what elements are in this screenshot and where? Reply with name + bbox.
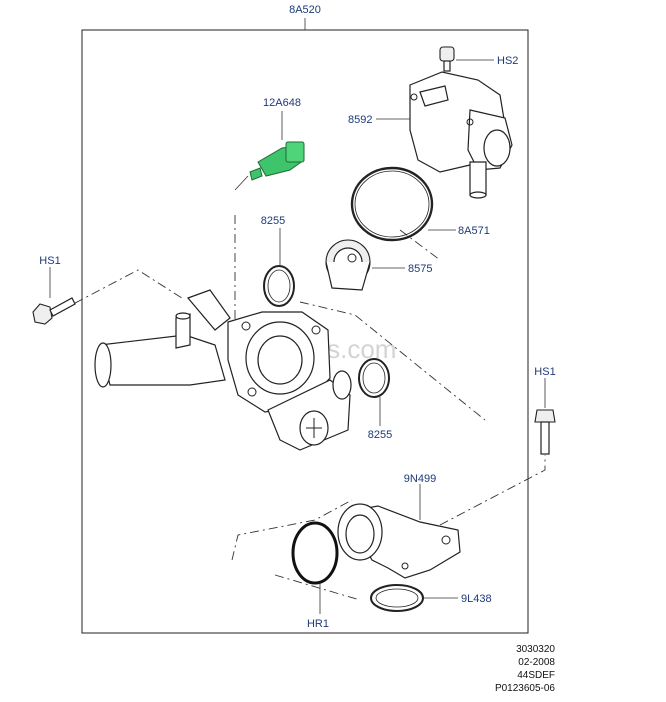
label-8592: 8592 [348, 114, 372, 126]
label-8255-upper: 8255 [261, 215, 285, 227]
label-8575: 8575 [408, 263, 432, 275]
label-HR1: HR1 [307, 618, 329, 630]
seal-ring-icon [370, 584, 458, 612]
bolt-hs2-icon [439, 46, 494, 72]
thermostat-housing-icon [94, 289, 352, 451]
footer-line-3: 44SDEF [517, 670, 555, 681]
black-oring-icon [291, 521, 339, 614]
upper-seal-icon [263, 228, 295, 307]
label-HS1-right: HS1 [534, 366, 555, 378]
footer-line-2: 02-2008 [518, 657, 555, 668]
label-9N499: 9N499 [404, 473, 436, 485]
footer-line-1: 3030320 [516, 644, 555, 655]
connector-flange-icon [337, 484, 461, 579]
label-8A520: 8A520 [289, 4, 321, 16]
temperature-sensor-icon [234, 111, 305, 191]
label-9L438: 9L438 [461, 593, 492, 605]
bolt-hs1-left-icon [32, 267, 76, 325]
assembly-guide-lines [57, 215, 546, 601]
label-HS2: HS2 [497, 55, 518, 67]
large-oring-icon [350, 166, 456, 242]
label-HS1-left: HS1 [39, 255, 60, 267]
label-8255-lower: 8255 [368, 429, 392, 441]
label-12A648: 12A648 [263, 97, 301, 109]
lower-seal-icon [358, 358, 390, 426]
thermostat-icon [325, 239, 405, 291]
footer-line-4: P0123605-06 [495, 683, 555, 694]
bolt-hs1-right-icon [534, 378, 556, 455]
label-8A571: 8A571 [458, 225, 490, 237]
outlet-housing-icon [376, 71, 513, 199]
